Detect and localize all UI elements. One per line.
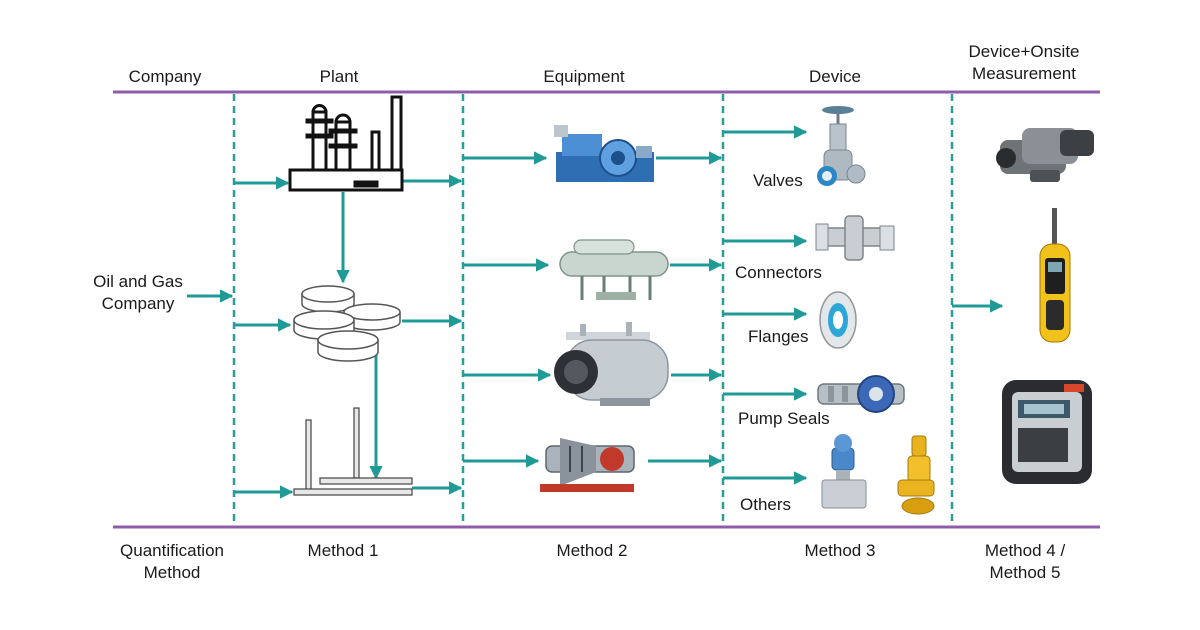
boiler-icon — [554, 322, 669, 406]
voc-detector-icon — [1039, 208, 1071, 343]
connector-icon — [815, 215, 895, 261]
footer-method-1: Method 1 — [307, 541, 379, 560]
footer-method-4-5: Method 4 / Method 5 — [985, 540, 1065, 584]
source-line1: Oil and Gas — [93, 272, 183, 291]
header-measurement-line1: Device+Onsite — [968, 42, 1080, 61]
device-label-connectors: Connectors — [735, 263, 822, 282]
device-label-pump-seals: Pump Seals — [738, 409, 830, 428]
header-measurement-line2: Measurement — [972, 64, 1076, 83]
storage-tanks-icon — [293, 285, 401, 362]
transmitter-icon — [821, 434, 867, 509]
footer-quantification-method: Quantification Method — [120, 540, 224, 584]
ir-camera-icon — [996, 128, 1094, 182]
pump-seal-icon — [817, 375, 905, 413]
heat-exchanger-icon — [559, 239, 669, 300]
footer-method-3: Method 3 — [804, 541, 876, 560]
header-company: Company — [128, 67, 202, 86]
relief-valve-icon — [897, 435, 935, 515]
header-measurement: Device+Onsite Measurement — [968, 41, 1079, 85]
footer-quantification-line1: Quantification — [120, 541, 224, 560]
compressor-icon — [554, 125, 654, 182]
footer-quantification-line2: Method — [143, 563, 201, 582]
refinery-icon — [288, 95, 404, 192]
gas-analyzer-icon — [1002, 380, 1092, 484]
source-line2: Company — [101, 294, 175, 313]
device-label-others: Others — [740, 495, 792, 514]
valve-icon — [817, 106, 866, 186]
source-oil-and-gas-company: Oil and Gas Company — [93, 271, 183, 315]
pipeline-icon — [293, 407, 413, 496]
header-equipment: Equipment — [543, 67, 625, 86]
header-device: Device — [809, 67, 861, 86]
footer-method45-line1: Method 4 / — [984, 541, 1066, 560]
turbine-icon — [540, 438, 635, 492]
device-label-flanges: Flanges — [748, 327, 809, 346]
header-plant: Plant — [319, 67, 359, 86]
device-label-valves: Valves — [753, 171, 803, 190]
footer-method45-line2: Method 5 — [989, 563, 1061, 582]
footer-method-2: Method 2 — [556, 541, 628, 560]
flange-icon — [819, 291, 857, 349]
